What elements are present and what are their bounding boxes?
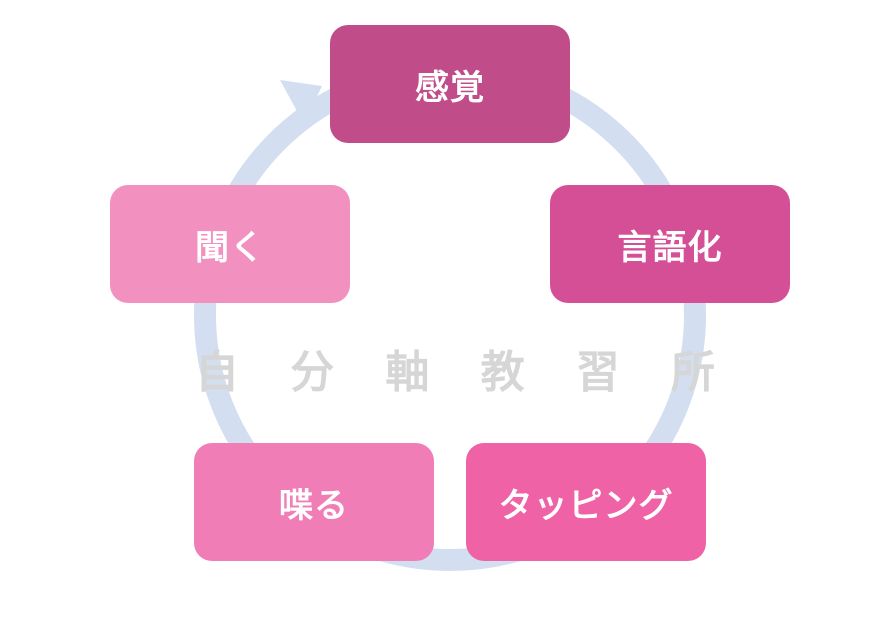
node-tapping: タッピング xyxy=(466,443,706,561)
node-kiku: 聞く xyxy=(110,185,350,303)
watermark-char: 軸 xyxy=(385,347,430,398)
watermark-char: 習 xyxy=(575,347,620,398)
node-label: 喋る xyxy=(279,485,349,526)
watermark-char: 自 xyxy=(195,347,239,398)
node-shaberu: 喋る xyxy=(194,443,434,561)
node-label: 言語化 xyxy=(617,227,723,268)
node-kankaku: 感覚 xyxy=(330,25,570,143)
node-gengoka: 言語化 xyxy=(550,185,790,303)
node-label: タッピング xyxy=(498,485,674,526)
node-label: 聞く xyxy=(195,227,265,268)
watermark-char: 分 xyxy=(290,347,335,398)
watermark-char: 教 xyxy=(480,347,525,398)
watermark-text: 自 分 軸 教 習 所 xyxy=(195,338,715,398)
node-label: 感覚 xyxy=(415,67,485,108)
cycle-arrow-head-icon xyxy=(280,80,322,124)
watermark-char: 所 xyxy=(670,347,715,398)
